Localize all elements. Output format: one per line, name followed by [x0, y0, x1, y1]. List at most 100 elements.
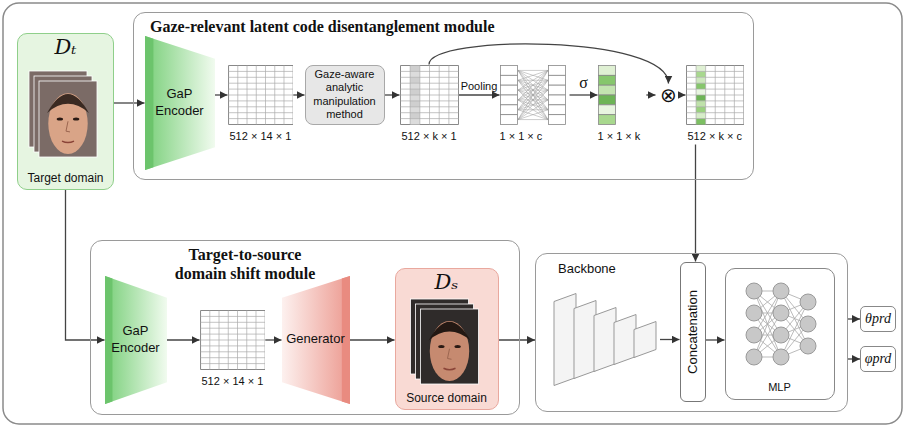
grid-line [228, 94, 293, 95]
fan-line [518, 70, 548, 109]
grid-line [200, 351, 265, 352]
dimension-label: 1 × 1 × k [598, 129, 641, 143]
neuron [746, 327, 762, 343]
pooled-vector: 1 × 1 × c [500, 65, 570, 145]
vector-cell [548, 65, 565, 75]
connector [167, 339, 200, 340]
grid-highlight [410, 100, 420, 106]
feature-map [574, 301, 596, 379]
eye [438, 344, 444, 347]
grid-line [200, 357, 265, 358]
module-panel: Target-to-source domain shift moduleGaP … [90, 240, 520, 415]
grid-line [686, 106, 743, 107]
encoder-block: GaP Encoder [105, 276, 167, 404]
feature-map [614, 315, 636, 365]
connector [682, 94, 686, 95]
mlp-box: MLP [725, 268, 835, 400]
latent-grid: 512 × k × 1 [400, 65, 459, 145]
grid-line [200, 333, 265, 334]
grid-highlight [410, 77, 420, 83]
fan-line [518, 70, 548, 100]
photo-frame [39, 81, 97, 157]
grid-highlight [410, 83, 420, 89]
trapezoid-fill [282, 276, 350, 404]
vector-cell [500, 85, 517, 95]
grid-line [200, 327, 265, 328]
domain-caption: Source domain [396, 390, 498, 406]
dimension-label: 1 × 1 × c [500, 129, 543, 143]
connector [695, 145, 696, 262]
grid-line [686, 82, 743, 83]
trapezoid-fill [105, 276, 167, 404]
connector [265, 339, 281, 340]
label-area: GaP Encoder [145, 36, 215, 170]
neuron [800, 294, 816, 310]
dimension-label: 512 × 14 × 1 [230, 129, 292, 143]
vector-cell [548, 104, 565, 114]
box-label: φprd [865, 351, 892, 367]
vector-cell [548, 114, 565, 124]
grid-highlight [410, 89, 420, 95]
domain-symbol: Dₛ [396, 270, 498, 294]
grid-highlight [696, 95, 706, 101]
latent-grid: 512 × 14 × 1 [228, 65, 294, 145]
fan-line [518, 80, 548, 119]
domain-box: DₜTarget domain [17, 33, 114, 190]
mlp-network [726, 269, 833, 398]
neuron [773, 283, 789, 299]
fan-line [518, 99, 548, 119]
grid-line [200, 321, 265, 322]
grid-highlight [696, 71, 706, 77]
grid-line [400, 106, 458, 107]
block-label: GaP Encoder [109, 323, 163, 356]
grid-line [228, 118, 293, 119]
module-title: Target-to-source domain shift module [170, 245, 320, 283]
fan-line [518, 80, 548, 119]
grid-line [200, 339, 265, 340]
face-images [396, 297, 493, 386]
grid-line [400, 82, 458, 83]
connector [570, 94, 598, 95]
grid-highlight [410, 71, 420, 77]
domain-caption: Target domain [18, 170, 113, 186]
grid-highlight [696, 100, 706, 106]
grid-frame [228, 65, 293, 124]
block-label: Generator [286, 331, 345, 347]
trapezoid-fill [145, 36, 215, 170]
grid-line [400, 88, 458, 89]
eye [454, 344, 460, 347]
feature-map [634, 322, 656, 358]
neuron [800, 338, 816, 354]
fan-line [518, 70, 548, 100]
mlp-label: MLP [768, 380, 791, 394]
network-link [754, 291, 781, 357]
flow-arrow [660, 339, 680, 340]
neuron [773, 327, 789, 343]
fan-line [518, 90, 548, 119]
vector-cell [598, 85, 615, 95]
fan-line [518, 70, 548, 109]
edge-label: Pooling [461, 80, 498, 92]
grid-line [686, 94, 743, 95]
fan-line [518, 119, 548, 120]
grid-frame [400, 65, 458, 124]
network-link [754, 291, 781, 357]
grid-line [228, 76, 293, 77]
fan-line [518, 109, 548, 119]
vector-cell [598, 75, 615, 85]
latent-grid-art [400, 65, 459, 125]
fan-line [518, 70, 548, 119]
grid-highlight [410, 112, 420, 118]
fan-line [518, 70, 548, 90]
dimension-label: 512 × k × 1 [401, 129, 456, 143]
connector [848, 318, 860, 319]
generator-block: Generator [282, 276, 350, 404]
fan-line [518, 69, 548, 70]
label-area: GaP Encoder [105, 276, 167, 404]
neuron [746, 349, 762, 365]
fan-line [518, 99, 548, 119]
connector [385, 94, 400, 95]
connector [848, 358, 860, 359]
latent-grid-art [228, 65, 294, 125]
grid-line [400, 76, 458, 77]
